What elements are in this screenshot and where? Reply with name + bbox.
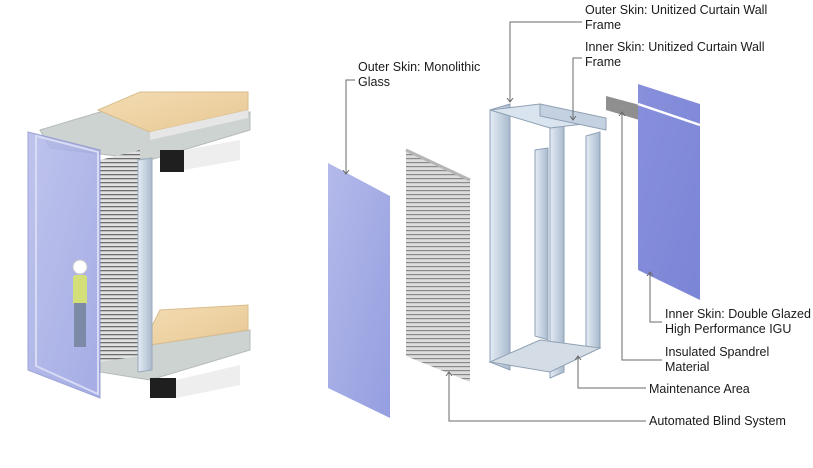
label-outer-skin-monolithic-glass: Outer Skin: Monolithic Glass [358, 60, 481, 89]
label-inner-skin-igu: Inner Skin: Double Glazed High Performan… [665, 307, 811, 336]
assembled-inner-mullion [137, 157, 153, 373]
maintenance-floor-plate [488, 339, 602, 373]
label-insulated-spandrel: Insulated Spandrel Material [665, 345, 770, 374]
assembled-blinds [100, 150, 140, 362]
top-steel-beam [160, 150, 184, 172]
assembled-outer-glass [27, 131, 101, 399]
top-floor-finish [96, 91, 249, 133]
curtain-wall-frames [488, 103, 607, 379]
leader-lines [346, 21, 662, 422]
automated-blind-panel [406, 150, 470, 382]
inner-igu-glass-panel [638, 84, 700, 300]
label-outer-skin-unitized-frame: Outer Skin: Unitized Curtain Wall Frame [585, 3, 768, 32]
assembled-section-illustration [27, 91, 251, 399]
label-maintenance-area: Maintenance Area [649, 382, 750, 396]
bottom-steel-beam [150, 378, 176, 398]
outer-monolithic-glass-panel [328, 163, 390, 418]
maintenance-worker-figure [72, 259, 88, 347]
label-inner-skin-unitized-frame: Inner Skin: Unitized Curtain Wall Frame [585, 40, 765, 69]
label-automated-blind-system: Automated Blind System [649, 414, 786, 428]
